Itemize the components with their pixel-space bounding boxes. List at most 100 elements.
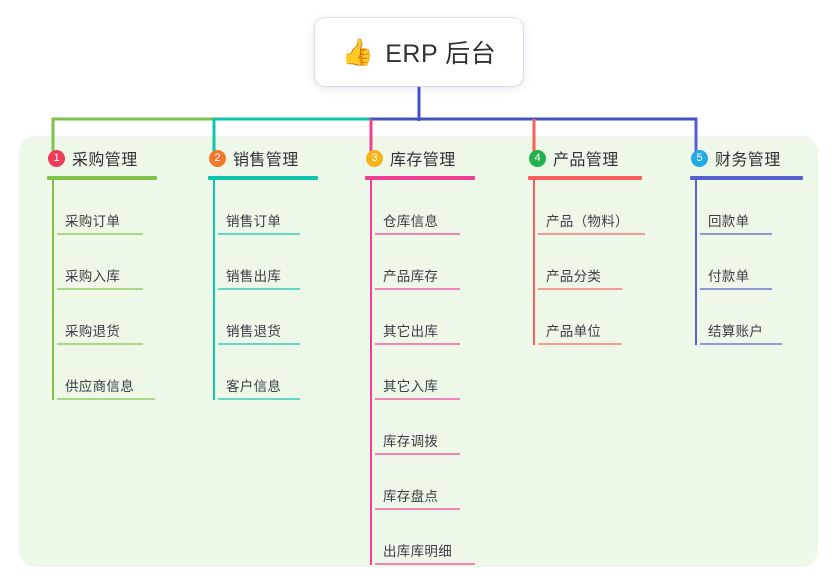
branch-item-underline (375, 398, 460, 400)
branch-item-label: 结算账户 (708, 324, 764, 339)
branch-item[interactable]: 产品单位 (538, 290, 642, 345)
branch-item-underline (538, 288, 622, 290)
branch-item-label: 产品库存 (383, 269, 439, 284)
branch-number-badge: 3 (366, 149, 383, 167)
branch-stem (52, 180, 54, 400)
branch-item-underline (375, 233, 460, 235)
branch-stem (533, 180, 535, 345)
branch-item-underline (218, 398, 300, 400)
branch-number-badge: 5 (691, 149, 708, 167)
branch-column-1: 1 采购管理采购订单采购入库采购退货供应商信息 (47, 146, 157, 400)
branch-item[interactable]: 采购入库 (57, 235, 157, 290)
branch-item[interactable]: 其它入库 (375, 345, 475, 400)
branch-item[interactable]: 其它出库 (375, 290, 475, 345)
branch-item[interactable]: 库存盘点 (375, 455, 475, 510)
branch-header-4[interactable]: 4 产品管理 (528, 146, 642, 170)
branch-item[interactable]: 客户信息 (218, 345, 318, 400)
branch-stem (695, 180, 697, 345)
branch-item-underline (57, 398, 155, 400)
branch-items: 回款单付款单结算账户 (690, 180, 803, 345)
branch-title: 库存管理 (390, 152, 456, 169)
branch-item-label: 产品（物料） (546, 214, 629, 229)
branch-title: 财务管理 (715, 152, 781, 169)
branch-items: 采购订单采购入库采购退货供应商信息 (47, 180, 157, 400)
branch-item-label: 采购入库 (65, 269, 121, 284)
branch-number-badge: 2 (209, 149, 226, 167)
branch-items: 销售订单销售出库销售退货客户信息 (208, 180, 318, 400)
branch-column-3: 3 库存管理仓库信息产品库存其它出库其它入库库存调拨库存盘点出库库明细 (365, 146, 475, 565)
branch-header-2[interactable]: 2 销售管理 (208, 146, 318, 170)
branch-item[interactable]: 销售出库 (218, 235, 318, 290)
branch-title: 采购管理 (72, 152, 138, 169)
branch-item-label: 产品单位 (546, 324, 602, 339)
branch-item-underline (700, 233, 772, 235)
branch-column-5: 5 财务管理回款单付款单结算账户 (690, 146, 803, 345)
branch-item-label: 客户信息 (226, 379, 282, 394)
branch-number-badge: 1 (48, 149, 65, 167)
branch-item-label: 库存调拨 (383, 434, 439, 449)
branch-item[interactable]: 结算账户 (700, 290, 803, 345)
branch-column-4: 4 产品管理产品（物料） 产品分类产品单位 (528, 146, 645, 345)
root-node-card[interactable]: 👍 ERP 后台 (315, 18, 523, 86)
branch-item-label: 采购订单 (65, 214, 121, 229)
branch-item-label: 产品分类 (546, 269, 602, 284)
branch-item-underline (700, 288, 772, 290)
branch-item-label: 出库库明细 (383, 544, 452, 559)
branch-item[interactable]: 库存调拨 (375, 400, 475, 455)
branch-item-underline (57, 288, 143, 290)
branch-stem (213, 180, 215, 400)
thumbs-up-icon: 👍 (341, 37, 375, 67)
branch-item[interactable]: 出库库明细 (375, 510, 475, 565)
branch-item[interactable]: 产品分类 (538, 235, 642, 290)
branch-item-underline (375, 508, 460, 510)
branch-item-underline (218, 233, 300, 235)
branch-item-underline (375, 343, 460, 345)
branch-header-3[interactable]: 3 库存管理 (365, 146, 475, 170)
branch-item-underline (218, 288, 300, 290)
branch-item-underline (57, 343, 143, 345)
branch-item-label: 回款单 (708, 214, 750, 229)
root-node-content: 👍 ERP 后台 (342, 34, 496, 70)
branch-number-badge: 4 (529, 149, 546, 167)
branch-item[interactable]: 供应商信息 (57, 345, 157, 400)
branch-header-5[interactable]: 5 财务管理 (690, 146, 803, 170)
branch-stem (370, 180, 372, 565)
branch-item-label: 销售订单 (226, 214, 282, 229)
branch-header-1[interactable]: 1 采购管理 (47, 146, 157, 170)
branch-item-underline (375, 563, 475, 565)
branch-item[interactable]: 回款单 (700, 180, 803, 235)
branch-item[interactable]: 仓库信息 (375, 180, 475, 235)
branch-item-underline (538, 343, 622, 345)
branch-item-underline (375, 288, 460, 290)
branch-items: 仓库信息产品库存其它出库其它入库库存调拨库存盘点出库库明细 (365, 180, 475, 565)
branch-item[interactable]: 采购订单 (57, 180, 157, 235)
branch-item-underline (538, 233, 645, 235)
branch-item-label: 销售出库 (226, 269, 282, 284)
branch-item[interactable]: 采购退货 (57, 290, 157, 345)
branch-item-underline (57, 233, 143, 235)
branch-item-label: 供应商信息 (65, 379, 134, 394)
branch-item[interactable]: 产品（物料） (538, 180, 645, 235)
branch-item[interactable]: 产品库存 (375, 235, 475, 290)
branch-item-label: 库存盘点 (383, 489, 439, 504)
branch-underline (690, 176, 803, 180)
branch-item-label: 采购退货 (65, 324, 121, 339)
branch-item[interactable]: 销售退货 (218, 290, 318, 345)
root-node-title: ERP 后台 (385, 40, 497, 68)
branch-item-underline (375, 453, 460, 455)
branch-item[interactable]: 销售订单 (218, 180, 318, 235)
branch-column-2: 2 销售管理销售订单销售出库销售退货客户信息 (208, 146, 318, 400)
branch-underline (208, 176, 318, 180)
branch-item-label: 销售退货 (226, 324, 282, 339)
branch-items: 产品（物料） 产品分类产品单位 (528, 180, 645, 345)
branch-underline (47, 176, 157, 180)
branch-underline (528, 176, 642, 180)
branch-title: 销售管理 (233, 152, 299, 169)
branch-item-underline (218, 343, 300, 345)
branch-item[interactable]: 付款单 (700, 235, 803, 290)
branch-item-label: 其它入库 (383, 379, 439, 394)
branch-item-label: 仓库信息 (383, 214, 439, 229)
branch-item-label: 付款单 (708, 269, 750, 284)
branch-title: 产品管理 (553, 152, 619, 169)
